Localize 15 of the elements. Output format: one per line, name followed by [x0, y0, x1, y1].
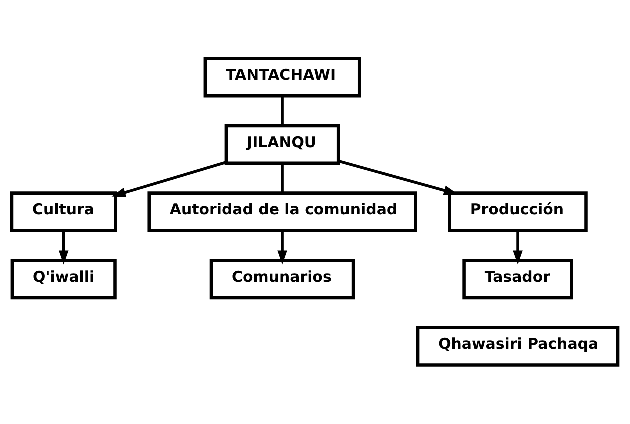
- arrow: [58, 230, 69, 265]
- connector: [281, 164, 284, 194]
- connector: [281, 96, 284, 126]
- arrow: [278, 230, 288, 265]
- node-box: Autoridad de la comunidad: [148, 192, 418, 232]
- node-box: TANTACHAWI: [204, 57, 362, 98]
- arrow: [112, 161, 227, 198]
- node-box: Qhawasiri Pachaqa: [416, 326, 620, 367]
- node-box: Q'iwalli: [10, 258, 117, 300]
- node-box: Producción: [448, 192, 588, 232]
- node-box: Tasador: [462, 258, 574, 300]
- arrow: [513, 230, 523, 265]
- node-box: JILANQU: [224, 124, 340, 166]
- node-box: Comunarios: [210, 258, 356, 300]
- node-box: Cultura: [10, 192, 118, 232]
